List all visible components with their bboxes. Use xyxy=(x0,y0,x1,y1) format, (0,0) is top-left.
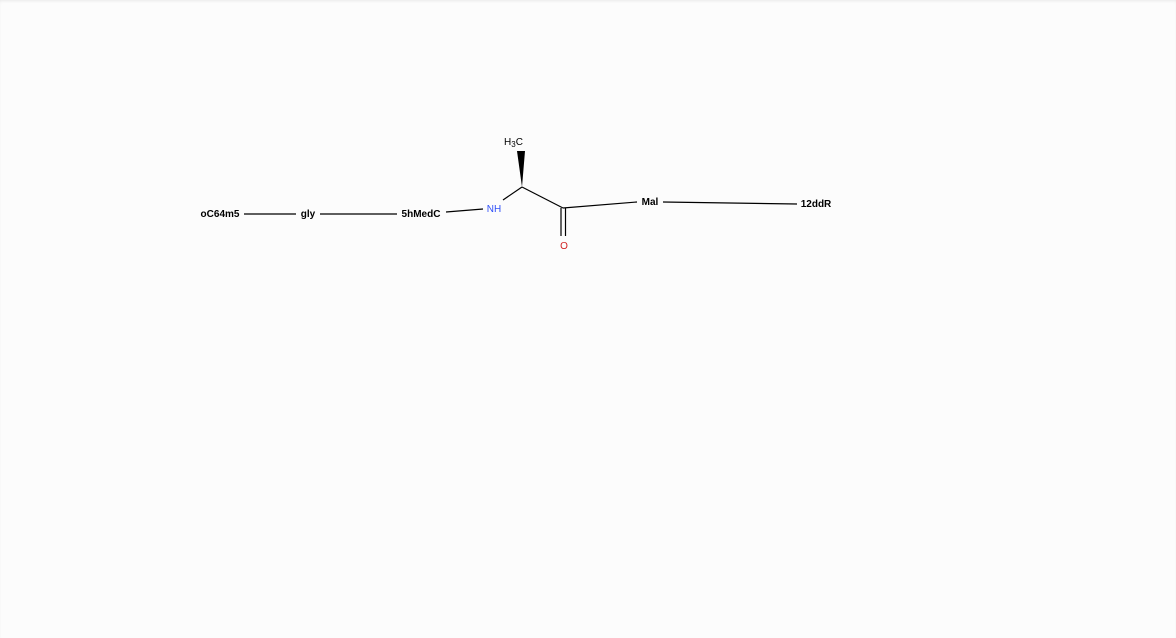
bond-5hMedC-nh xyxy=(445,208,484,213)
residue-label-gly: gly xyxy=(301,209,316,220)
residue-label-oC64m5: oC64m5 xyxy=(201,209,240,220)
atom-label-nh: NH xyxy=(487,204,501,215)
residue-label-Mal: Mal xyxy=(642,197,659,208)
bonds xyxy=(244,186,798,236)
bond-carbonyl-mal xyxy=(562,201,638,209)
bond-mal-12ddR xyxy=(662,201,798,205)
bond-nh-calpha xyxy=(502,186,523,201)
wedge-bond-methyl xyxy=(517,151,525,187)
bond-calpha-carbonyl xyxy=(521,186,564,209)
methyl-c: C xyxy=(516,137,523,148)
atom-label-oxygen: O xyxy=(560,241,568,252)
residue-label-5hMedC: 5hMedC xyxy=(402,209,441,220)
methyl-h: H xyxy=(504,137,511,148)
residue-label-12ddR: 12ddR xyxy=(801,199,832,210)
methyl-subscript: 3 xyxy=(511,140,516,149)
atom-label-methyl: H3C xyxy=(504,137,523,149)
